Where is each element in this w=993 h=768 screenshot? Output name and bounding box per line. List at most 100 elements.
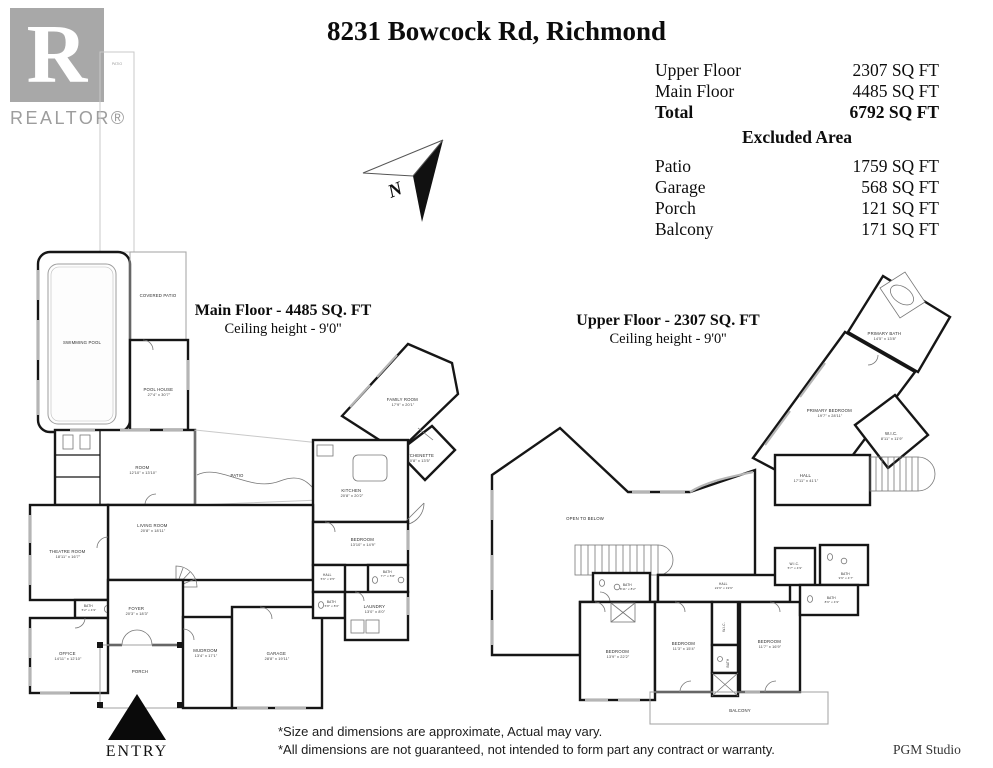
primary-wic-room: W.I.C. 8'11" x 11'9" bbox=[853, 393, 930, 470]
room-label: BATH 7'7" x 5'8" bbox=[381, 569, 396, 578]
swimming-pool-area: SWIMMING POOL bbox=[36, 250, 132, 434]
area-table: Upper Floor 2307 SQ FT Main Floor 4485 S… bbox=[655, 60, 939, 240]
area-row: Garage 568 SQ FT bbox=[655, 177, 939, 198]
room-label: LIVING ROOM 20'8" x 18'11" bbox=[137, 523, 169, 533]
north-arrow-icon: N bbox=[362, 139, 444, 222]
main-floor-plan: PATIO SWIMMING POOL COVERED PATIO POO bbox=[28, 51, 460, 710]
room-label: BATH 5'2" x 4'9" bbox=[82, 603, 97, 612]
room-label: GARAGE 28'8" x 19'11" bbox=[265, 651, 290, 661]
room-block: ROOM 12'10" x 13'10" bbox=[53, 428, 197, 507]
area-row-label: Upper Floor bbox=[655, 60, 742, 80]
room-label: BEDROOM 13'10" x 14'9" bbox=[350, 537, 376, 547]
bedroom-left-room: BEDROOM 13'9" x 22'2" bbox=[578, 600, 657, 702]
room-label: HALL 17'11" x 41'1" bbox=[794, 473, 819, 483]
room-label: KITCHEN 20'8" x 20'2" bbox=[341, 488, 364, 498]
main-floor-title: Main Floor - 4485 SQ. FT Ceiling height … bbox=[163, 301, 403, 338]
room-label: W.I.C. 8'11" x 11'9" bbox=[881, 431, 904, 441]
room-label: BATH 8'9" x 4'9" bbox=[825, 595, 840, 604]
kitchen-room: KITCHEN 20'8" x 20'2" bbox=[311, 438, 425, 526]
bath-b-room: BATH 5'8" x 8'0" bbox=[311, 590, 347, 620]
area-row-value: 6792 SQ FT bbox=[849, 102, 939, 122]
kitchenette-room: KITCHENETTE 10'8" x 13'5" bbox=[396, 424, 457, 482]
entry-label: ENTRY bbox=[105, 743, 169, 760]
mudroom-room: MUDROOM 13'4" x 17'1" bbox=[181, 615, 234, 710]
pool-house-room: POOL HOUSE 27'4" x 30'7" bbox=[128, 338, 190, 432]
room-label: W.I.C. 5'7" x 4'9" bbox=[788, 561, 803, 570]
room-label: SWIMMING POOL bbox=[63, 340, 101, 345]
room-label: W.I.C. bbox=[722, 622, 726, 632]
bedroom-main-room: BEDROOM 13'10" x 14'9" bbox=[311, 520, 410, 567]
realtor-logo-mark: R bbox=[10, 8, 104, 102]
area-row-label: Porch bbox=[655, 198, 696, 218]
garage-room: GARAGE 28'8" x 19'11" bbox=[230, 605, 324, 710]
room-label: FAMILY ROOM 17'9" x 20'1" bbox=[387, 397, 419, 407]
balcony-area: BALCONY bbox=[649, 691, 829, 725]
realtor-logo-text: REALTOR® bbox=[10, 108, 127, 128]
wic-top-right: W.I.C. 5'7" x 4'9" bbox=[773, 546, 817, 587]
main-floor-title-line2: Ceiling height - 9'0'' bbox=[224, 321, 342, 337]
patio-top-area: PATIO bbox=[99, 51, 135, 253]
studio-credit: PGM Studio bbox=[893, 742, 961, 757]
room-label: OPEN TO BELOW bbox=[566, 516, 605, 521]
room-label: PATIO bbox=[230, 473, 244, 478]
room-label: PRIMARY BATH 14'5" x 13'8" bbox=[868, 331, 903, 341]
room-label: PORCH bbox=[132, 669, 148, 674]
room-label: FOYER 20'3" x 18'3" bbox=[126, 606, 149, 616]
room-label: BATH 8'11" x 8'2" bbox=[620, 582, 636, 591]
room-label: ROOM 12'10" x 13'10" bbox=[129, 465, 157, 475]
living-room: LIVING ROOM 20'8" x 18'11" bbox=[106, 503, 315, 588]
room-label: BATH 5'8" x 8'0" bbox=[325, 599, 340, 608]
covered-patio-area: COVERED PATIO bbox=[129, 251, 187, 341]
room-label: PRIMARY BEDROOM 19'7" x 28'11" bbox=[807, 408, 853, 418]
room-label: BALCONY bbox=[729, 708, 751, 713]
theatre-room: THEATRE ROOM 18'11" x 16'7" bbox=[28, 503, 110, 602]
area-row-value: 2307 SQ FT bbox=[852, 60, 939, 80]
realtor-r-icon: R bbox=[26, 8, 88, 101]
room-label: BATH bbox=[726, 658, 730, 667]
area-row-value: 171 SQ FT bbox=[861, 219, 939, 239]
disclaimer-line-2: *All dimensions are not guaranteed, not … bbox=[278, 741, 775, 757]
room-label: MUDROOM 13'4" x 17'1" bbox=[193, 648, 219, 658]
north-arrow-solid bbox=[413, 140, 443, 222]
area-row-label: Main Floor bbox=[655, 81, 735, 101]
room-label: BEDROOM 11'3" x 15'4" bbox=[672, 641, 697, 651]
area-row-label: Garage bbox=[655, 177, 706, 197]
area-row-value: 1759 SQ FT bbox=[852, 156, 939, 176]
foyer-room: FOYER 20'3" x 18'3" bbox=[106, 578, 185, 647]
area-row: Upper Floor 2307 SQ FT bbox=[655, 60, 939, 81]
room-label: KITCHENETTE 10'8" x 13'5" bbox=[403, 453, 436, 463]
area-row-label: Balcony bbox=[655, 219, 714, 239]
north-arrow-outline bbox=[362, 139, 444, 177]
area-row: Balcony 171 SQ FT bbox=[655, 219, 939, 240]
bath-a-room: BATH 7'7" x 5'8" bbox=[366, 563, 410, 594]
room-label: COVERED PATIO bbox=[140, 293, 177, 298]
area-row: Porch 121 SQ FT bbox=[655, 198, 939, 219]
room-label: BEDROOM 13'9" x 22'2" bbox=[606, 649, 631, 659]
patio-deck-area: PATIO bbox=[194, 429, 321, 506]
laundry-room: LAUNDRY 13'0" x 8'0" bbox=[343, 590, 410, 642]
main-floor-title-line1: Main Floor - 4485 SQ. FT bbox=[194, 302, 372, 319]
realtor-logo: R REALTOR® bbox=[10, 8, 128, 129]
room-label: POOL HOUSE 27'4" x 30'7" bbox=[143, 387, 174, 397]
entry-arrow-icon bbox=[108, 694, 166, 740]
bath-column: BATH bbox=[710, 643, 740, 675]
bedroom-middle-room: BEDROOM 11'3" x 15'4" bbox=[653, 600, 714, 694]
area-row-label: Patio bbox=[655, 156, 691, 176]
bath-top-right-1: BATH 9'9" x 4'7" bbox=[818, 543, 870, 587]
upper-floor-title: Upper Floor - 2307 SQ. FT Ceiling height… bbox=[548, 311, 788, 348]
primary-bath-room: PRIMARY BATH 14'5" x 13'8" bbox=[846, 271, 952, 374]
entry-marker: ENTRY bbox=[99, 694, 175, 761]
bath-top-right-2: BATH 8'9" x 4'9" bbox=[798, 583, 860, 617]
room-label: HALL 5'6" x 9'5" bbox=[321, 572, 336, 581]
wic-column: W.I.C. bbox=[710, 600, 740, 647]
room-label: BATH 9'9" x 4'7" bbox=[839, 571, 854, 580]
hall-upper-right: HALL 17'11" x 41'1" bbox=[773, 453, 936, 507]
room-label: BEDROOM 11'7" x 16'9" bbox=[758, 639, 783, 649]
area-row: Main Floor 4485 SQ FT bbox=[655, 81, 939, 102]
room-label: THEATRE ROOM 18'11" x 16'7" bbox=[49, 549, 86, 559]
disclaimer: *Size and dimensions are approximate, Ac… bbox=[278, 723, 775, 758]
excluded-area-header: Excluded Area bbox=[741, 127, 853, 147]
area-row: Patio 1759 SQ FT bbox=[655, 156, 939, 177]
hall-lower: HALL 22'9" x 19'9" bbox=[656, 573, 792, 604]
upper-floor-title-line2: Ceiling height - 9'0'' bbox=[609, 331, 727, 347]
